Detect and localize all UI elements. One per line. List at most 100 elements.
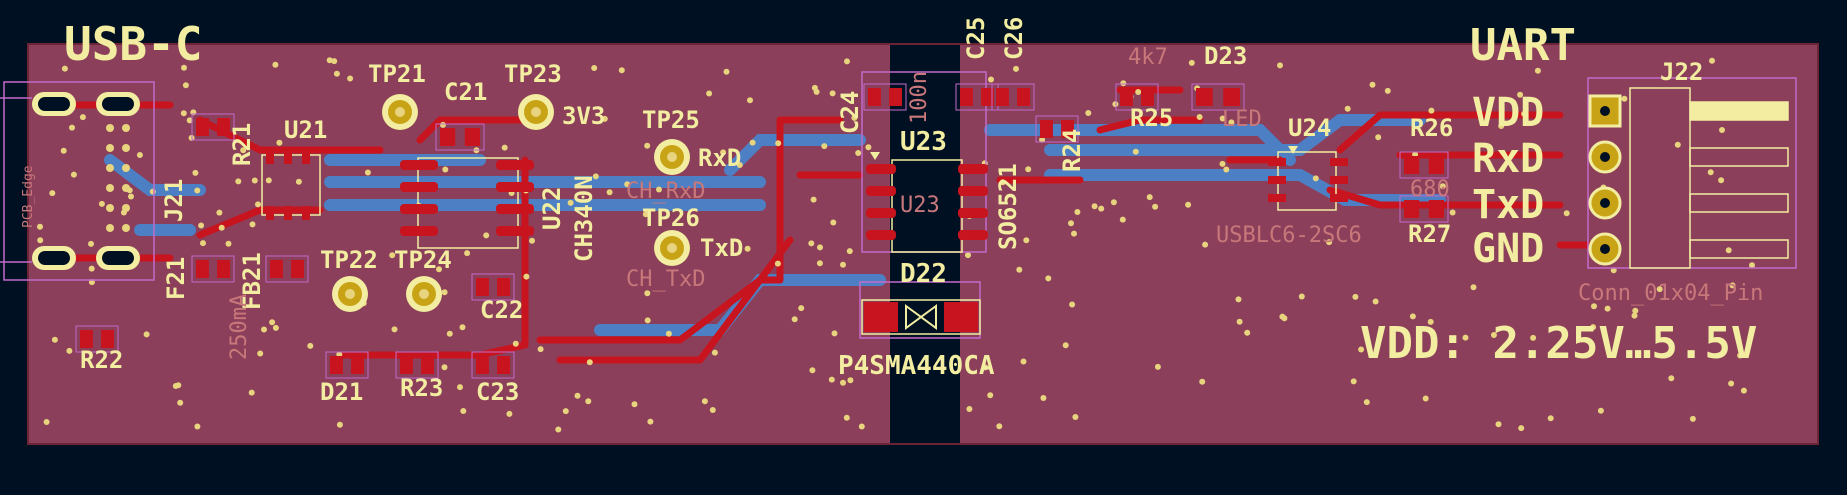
smd-pad [1120,88,1133,106]
ref-d22: D22 [900,259,947,289]
via [574,392,581,399]
usb-pin [122,184,130,192]
via [1236,318,1243,325]
via [1020,358,1027,365]
smd-pad [196,118,209,136]
via [1085,110,1092,116]
tp26-net: TxD [700,234,743,262]
via [1219,160,1226,167]
via [1277,62,1283,69]
via [307,342,314,349]
via [51,336,58,343]
via [483,232,490,239]
board-left-copper [28,44,890,444]
ref-d21: D21 [320,378,363,406]
via [1439,183,1446,190]
board-right-copper [960,44,1818,444]
ref-u21: U21 [284,116,327,144]
via [136,152,143,158]
via [816,260,823,267]
via [1326,239,1333,246]
via [1350,378,1357,385]
via [808,240,815,247]
via [810,196,817,203]
via [251,177,258,184]
usb-pin [106,124,114,132]
tp25-net: RxD [698,144,741,172]
via [464,250,471,257]
via [1709,57,1715,64]
via [1196,114,1203,120]
smd-pad [1428,200,1444,218]
tvs-diode-d22 [861,299,981,335]
ref-j22: J22 [1660,58,1703,86]
fab-pcb-edge: PCB_Edge [21,165,36,228]
via [1146,194,1153,201]
usb-pin [106,204,114,212]
ref-fb21: FB21 [238,252,266,310]
via [442,166,449,173]
via [149,188,156,195]
ref-d23: D23 [1204,42,1247,70]
fab-u23-top: U23 [900,193,940,218]
smd-pad [291,260,304,278]
via [1632,307,1639,314]
ref-c24: C24 [836,91,864,134]
smd-pad [1404,156,1420,174]
via [644,142,651,149]
via [591,65,598,71]
smd-courtyard [1191,83,1245,111]
ref-j21: J21 [160,179,188,222]
via [1223,166,1230,173]
via [269,319,276,326]
via [644,317,651,324]
ref-r23: R23 [400,374,443,402]
via [966,406,973,412]
fab-text: CH_RxD CH_TxD USBLC6-2SC6 U23 Conn_01x04… [21,45,1763,360]
smd-courtyard [395,351,439,379]
smd-pad [868,88,881,106]
fab-ch-txd: CH_TxD [626,267,705,292]
via [601,115,608,122]
via [66,347,73,354]
via [1470,284,1477,291]
via [182,82,189,89]
via [441,289,448,296]
smd-pad [421,356,434,374]
via [1689,415,1696,422]
smd-courtyard [1035,115,1079,143]
ic-u23-isolator [866,152,988,253]
via [865,144,872,151]
via [276,139,283,146]
via [529,237,535,244]
header-pin-hole [1600,152,1610,162]
via [1023,237,1030,244]
ref-c25: C25 [962,17,990,60]
tp23-net: 3V3 [562,102,605,130]
via [840,379,846,386]
fab-led: LED [1222,107,1262,132]
ref-tvs-value: P4SMA440CA [838,351,995,381]
via [61,65,68,72]
usb-pin [122,204,130,212]
smd-pad [1141,88,1154,106]
via [1384,87,1391,94]
via [567,199,574,206]
via [1039,136,1046,143]
via [1422,395,1429,402]
via [336,421,343,428]
smd-pad [1428,156,1444,174]
ref-u24: U24 [1288,114,1331,142]
via [1071,230,1077,237]
ref-r25: R25 [1130,104,1173,132]
via [1298,293,1305,300]
board-outline [27,43,1819,445]
via [1025,166,1032,173]
via [1495,421,1502,428]
pin-label-vdd: VDD [1472,90,1544,136]
ref-u23-value: SO6521 [994,163,1022,250]
via [1119,216,1126,223]
smd-courtyard [471,273,515,301]
via [249,221,256,228]
via [1154,363,1161,370]
